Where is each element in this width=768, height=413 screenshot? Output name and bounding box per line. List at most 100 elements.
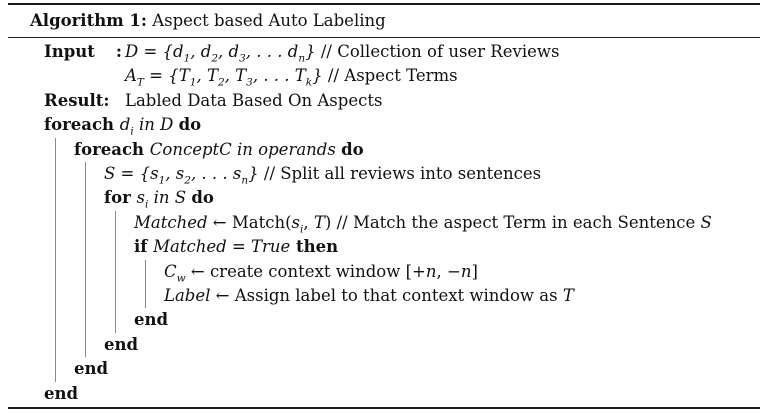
split-sentences-line: S = {s1, s2, . . . sn} // Split all revi…: [104, 162, 760, 186]
math-segment: = {T: [143, 66, 190, 86]
subscript: k: [305, 76, 313, 89]
keyword-then: then: [290, 237, 339, 257]
math-segment: }: [312, 66, 323, 86]
bottom-rule: [8, 407, 760, 410]
subscript: n: [298, 52, 306, 65]
math-segment: }: [248, 164, 259, 184]
input-label-box: Input:: [44, 40, 122, 64]
foreach-outer-body: foreach ConceptC in operands do S = {s1,…: [55, 137, 760, 382]
foreach-inner-line: foreach ConceptC in operands do: [74, 138, 760, 162]
for-line: for si in S do: [104, 186, 760, 210]
variable: s: [291, 212, 301, 232]
variable: d: [119, 115, 131, 135]
variable: s: [136, 188, 146, 208]
input-line: Input:D = {d1, d2, d3, . . . dn} // Coll…: [44, 40, 760, 64]
keyword-for: for: [104, 188, 137, 208]
variable: True: [251, 237, 291, 257]
result-label-box: Result:: [44, 89, 122, 113]
variable: Matched: [134, 212, 208, 232]
math-segment: , s: [165, 164, 185, 184]
label-spacer: [44, 64, 122, 88]
foreach-outer-line: foreach di in D do: [44, 113, 760, 137]
subscript: 2: [211, 52, 219, 65]
subscript: 3: [246, 76, 253, 89]
assign-label-line: Label ← Assign label to that context win…: [164, 284, 760, 308]
variable: in D: [133, 115, 179, 135]
foreach-inner-body: S = {s1, s2, . . . sn} // Split all revi…: [85, 162, 760, 358]
subscript: i: [300, 223, 304, 236]
result-text: Labled Data Based On Aspects: [125, 90, 383, 110]
caption-rule-box: Algorithm 1: Aspect based Auto Labeling: [8, 3, 760, 38]
result-line: Result: Labled Data Based On Aspects: [44, 89, 760, 113]
subscript: 1: [183, 52, 191, 65]
if-block: if Matched = True then Cw ← create conte…: [134, 235, 760, 333]
math-segment: A: [125, 66, 137, 86]
plain-text: ← Match(: [207, 212, 292, 232]
subscript: 1: [189, 76, 197, 89]
for-body: Matched ← Match(si, T) // Match the aspe…: [115, 210, 760, 333]
math-segment: D = {d: [125, 42, 184, 61]
plain-text: ← Assign label to that context window as: [210, 286, 563, 306]
math-segment: }: [305, 42, 316, 61]
result-keyword: Result:: [44, 90, 110, 110]
end-foreach-inner-line: end: [74, 359, 109, 379]
math-segment: , T: [224, 66, 247, 86]
math-segment: , . . . s: [190, 164, 242, 184]
subscript: i: [145, 198, 149, 211]
keyword-do: do: [341, 139, 364, 159]
math-segment: , T: [196, 66, 218, 86]
math-segment: , . . . d: [245, 42, 299, 61]
input-keyword: Input: [44, 42, 95, 61]
math-segment: , d: [218, 42, 240, 61]
end-foreach-outer-line: end: [44, 383, 79, 403]
input-colon: :: [115, 42, 122, 61]
variable: n: [425, 261, 437, 281]
subscript: w: [176, 271, 186, 284]
variable: Label: [164, 286, 211, 306]
end-for-line: end: [104, 334, 139, 354]
context-window-line: Cw ← create context window [+n, −n]: [164, 260, 760, 284]
subscript: n: [241, 174, 249, 187]
foreach-outer-block: foreach di in D do foreach ConceptC in o…: [44, 113, 760, 406]
keyword-foreach: foreach: [74, 139, 150, 159]
math-segment: S = {s: [104, 164, 159, 184]
variable: ConceptC in operands: [149, 139, 342, 159]
if-body: Cw ← create context window [+n, −n] Labe…: [145, 259, 760, 309]
input-expression: D = {d1, d2, d3, . . . dn} // Collection…: [125, 40, 559, 64]
variable: T: [562, 286, 574, 306]
variable: Matched: [153, 237, 227, 257]
variable: n: [460, 261, 472, 281]
comment-text: // Aspect Terms: [322, 66, 458, 86]
comment-text: // Collection of user Reviews: [315, 42, 560, 61]
match-line: Matched ← Match(si, T) // Match the aspe…: [134, 211, 760, 235]
foreach-inner-block: foreach ConceptC in operands do S = {s1,…: [74, 138, 760, 382]
subscript: T: [136, 76, 144, 89]
variable: T: [313, 212, 325, 232]
math-segment: , d: [190, 42, 212, 61]
algorithm-body: Input:D = {d1, d2, d3, . . . dn} // Coll…: [8, 38, 760, 406]
subscript: 2: [217, 76, 225, 89]
variable: in S: [148, 188, 192, 208]
subscript: 2: [184, 174, 191, 187]
comment-text: // Match the aspect Term in each Sentenc…: [336, 212, 701, 232]
subscript: 3: [239, 52, 246, 65]
plain-text: ← create context window [+: [185, 261, 426, 281]
aspect-terms-line: AT = {T1, T2, T3, . . . Tk} // Aspect Te…: [44, 64, 760, 88]
for-block: for si in S do Matched ← Match(si, T) //…: [104, 186, 760, 357]
plain-text: ]: [471, 261, 478, 281]
keyword-do: do: [191, 188, 214, 208]
comment-text: // Split all reviews into sentences: [258, 164, 542, 184]
aspect-terms-expression: AT = {T1, T2, T3, . . . Tk} // Aspect Te…: [125, 64, 458, 88]
keyword-foreach: foreach: [44, 115, 120, 135]
end-if-line: end: [134, 310, 169, 330]
caption-label: Algorithm 1:: [30, 11, 147, 30]
subscript: i: [130, 125, 134, 138]
plain-text: ): [324, 212, 337, 232]
plain-text: , −: [436, 261, 461, 281]
math-segment: , . . . T: [252, 66, 306, 86]
subscript: 1: [158, 174, 166, 187]
keyword-if: if: [134, 237, 154, 257]
variable: S: [700, 212, 712, 232]
caption-title: Aspect based Auto Labeling: [146, 11, 386, 30]
